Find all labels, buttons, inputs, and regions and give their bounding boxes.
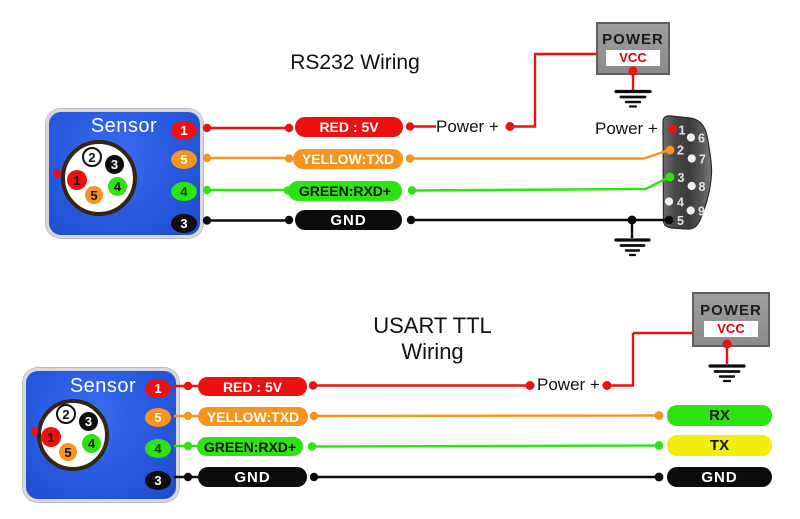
rs232-green-wire	[202, 175, 670, 195]
rs232-circle-pin-2: 2	[82, 147, 102, 167]
db9-pin9-dot	[686, 206, 695, 215]
rs232-sensor-label: Sensor	[90, 115, 158, 137]
ttl-pill-gnd: GND	[198, 467, 307, 487]
ttl-circle-pin-3: 3	[79, 412, 98, 431]
rs232-pill-gnd: GND	[295, 210, 402, 230]
db9-pin1-number: 1	[679, 124, 686, 138]
db9-pin3-number: 3	[678, 171, 685, 185]
db9-shell	[662, 115, 713, 230]
ttl-pill-green-rxd: GREEN:RXD+	[197, 437, 303, 456]
db9-pin9-number: 9	[698, 205, 705, 219]
db9-pin6-dot	[686, 133, 696, 142]
ttl-badge-pin-1: 1	[145, 379, 171, 398]
rs232-circle-pin-4: 4	[108, 177, 127, 196]
rs232-db9-ground-symbol	[614, 238, 651, 257]
db9-pin5-dot	[664, 215, 674, 225]
rs232-badge-pin-1: 1	[171, 121, 197, 140]
db9-pin1-dot	[668, 124, 677, 134]
ttl-circle-pin-1: 1	[41, 427, 61, 447]
rs232-power-plus-label-right: Power +	[595, 119, 658, 138]
rs232-sensor-module: Sensor 2 3 1 4 5 1 5 4 3	[46, 109, 203, 238]
db9-pin6-number: 6	[698, 132, 705, 146]
ttl-sensor-label: Sensor	[69, 375, 137, 397]
db9-pin8-number: 8	[699, 180, 706, 194]
ttl-badge-pin-5: 5	[145, 408, 171, 427]
rs232-connector-key-notch	[54, 169, 61, 178]
ttl-vcc-label: VCC	[704, 321, 758, 337]
rs232-pill-green-rxd: GREEN:RXD+	[288, 181, 402, 201]
rs232-circle-pin-5: 5	[85, 186, 103, 204]
rs232-gnd-wire	[202, 215, 668, 238]
db9-pin4-number: 4	[677, 196, 684, 210]
ttl-pill-red-5v: RED : 5V	[198, 377, 307, 396]
db9-pin3-dot	[665, 172, 675, 182]
db9-pin7-number: 7	[699, 153, 706, 167]
rs232-badge-pin-5: 5	[171, 150, 197, 169]
ttl-pill-yellow-txd: YELLOW:TXD	[198, 407, 308, 426]
rs232-title: RS232 Wiring	[290, 51, 420, 74]
rs232-circle-pin-3: 3	[105, 155, 124, 174]
rs232-yellow-wire	[202, 148, 670, 163]
ttl-title: USART TTL Wiring	[373, 313, 492, 364]
ttl-power-label: POWER	[700, 302, 762, 319]
db9-pin8-dot	[687, 181, 696, 191]
ttl-sensor-module: Sensor 2 3 1 4 5 1 5 4 3	[23, 368, 179, 502]
ttl-connector-key-notch	[31, 427, 38, 436]
db9-pin7-dot	[687, 154, 696, 163]
rs232-circle-pin-1: 1	[67, 170, 87, 190]
db9-pins: 1 2 3 4 5 6 7 8 9	[664, 124, 706, 228]
rs232-power-ground-symbol	[614, 89, 652, 108]
ttl-circle-pin-5: 5	[59, 443, 77, 461]
rs232-badge-pin-4: 4	[171, 182, 197, 201]
rs232-badge-pin-3: 3	[171, 214, 197, 233]
ttl-badge-pin-4: 4	[145, 439, 171, 458]
ttl-gnd-pill: GND	[667, 467, 772, 487]
ttl-circle-pin-4: 4	[82, 434, 101, 453]
db9-pin4-dot	[664, 197, 674, 206]
db9-pin5-number: 5	[677, 214, 684, 228]
ttl-power-plus-label: Power +	[537, 375, 600, 394]
ttl-power-box: POWER VCC	[692, 292, 770, 347]
ttl-badge-pin-3: 3	[145, 471, 171, 490]
rs232-power-label: POWER	[602, 31, 664, 48]
rs232-pill-red-5v: RED : 5V	[295, 117, 403, 137]
ttl-circle-pin-2: 2	[56, 404, 76, 424]
ttl-power-ground-symbol	[708, 364, 746, 383]
db9-pin2-dot	[665, 145, 675, 155]
ttl-tx-pill: TX	[667, 435, 772, 456]
rs232-power-plus-label-left: Power +	[436, 117, 499, 136]
rs232-vcc-label: VCC	[606, 50, 660, 66]
db9-connector	[662, 115, 713, 230]
db9-pin2-number: 2	[677, 144, 684, 158]
ttl-rx-pill: RX	[667, 405, 772, 426]
rs232-power-box: POWER VCC	[596, 22, 670, 75]
rs232-pill-yellow-txd: YELLOW:TXD	[293, 149, 403, 169]
